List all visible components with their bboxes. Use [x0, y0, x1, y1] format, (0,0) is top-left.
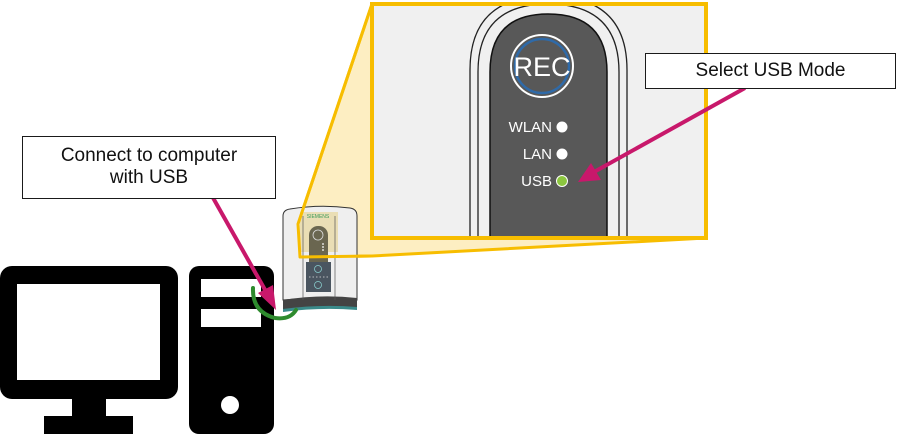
callout-connect-line2: with USB	[109, 167, 189, 188]
monitor-icon	[0, 266, 178, 434]
device-small: SIEMENS	[282, 205, 358, 312]
led-wlan: WLAN	[509, 119, 568, 136]
led-lan-label: LAN	[523, 146, 552, 163]
zoom-highlight-wedge-outline	[296, 3, 374, 259]
led-usb-indicator	[556, 175, 568, 187]
led-lan: LAN	[523, 146, 568, 163]
callout-connect-line1: Connect to computer	[60, 145, 238, 166]
led-usb-label: USB	[521, 173, 552, 190]
magnified-panel-view: REC WLAN LAN USB	[370, 2, 708, 240]
callout-connect-usb: Connect to computer with USB	[22, 136, 276, 199]
rec-button[interactable]: REC	[510, 34, 574, 98]
callout-select-usb-mode: Select USB Mode	[645, 53, 896, 89]
led-wlan-label: WLAN	[509, 119, 552, 136]
arrow-connect	[210, 195, 276, 310]
led-usb: USB	[521, 173, 568, 190]
led-lan-indicator	[556, 148, 568, 160]
rec-button-label: REC	[513, 52, 570, 82]
usb-cable	[250, 286, 298, 321]
arrow-select	[578, 86, 746, 182]
led-wlan-indicator	[556, 121, 568, 133]
panel-dark-pill	[489, 13, 608, 236]
device-brand-label: SIEMENS	[307, 214, 330, 220]
computer-tower-icon	[189, 266, 274, 434]
